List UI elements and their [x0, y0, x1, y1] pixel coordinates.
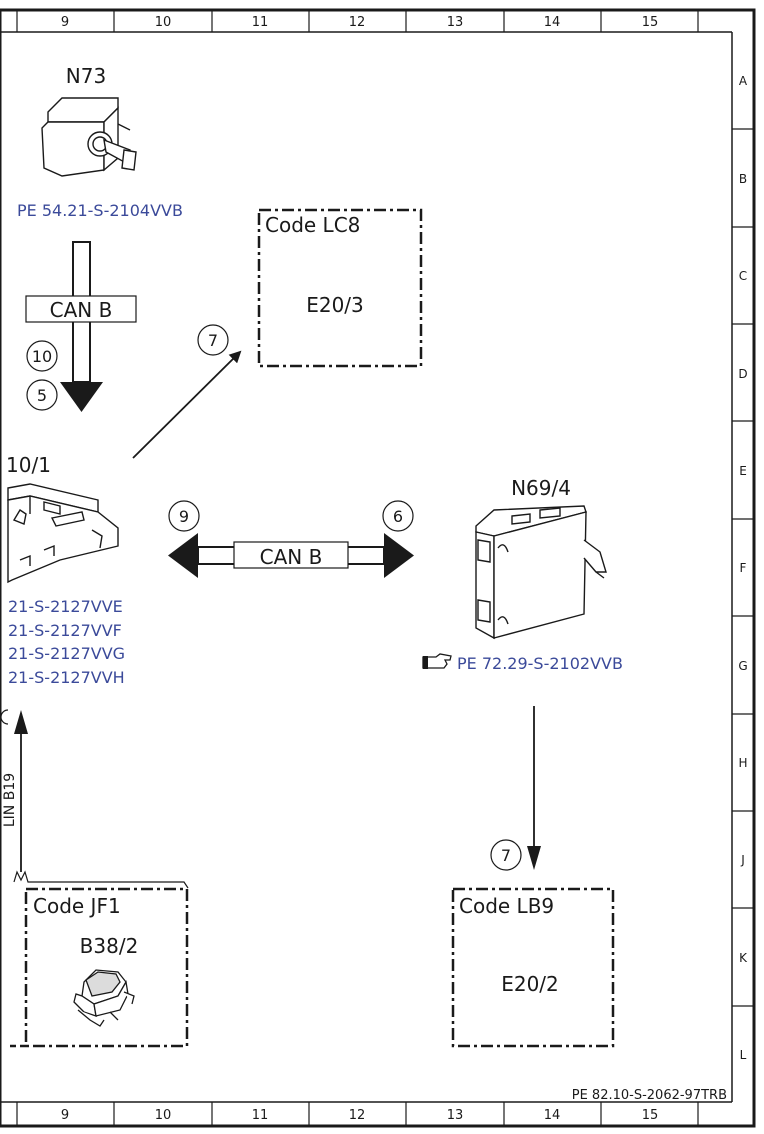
col-label: 11 [252, 1108, 269, 1123]
pointing-hand-icon [422, 653, 452, 669]
code-jf1-title: Code JF1 [33, 894, 121, 918]
n69-4-label: N69/4 [511, 476, 571, 500]
signal-arrowhead-lb9 [527, 846, 541, 870]
document-reference: PE 82.10-S-2062-97TRB [572, 1088, 727, 1103]
row-label: F [740, 561, 747, 575]
ignition-switch-icon [41, 97, 137, 177]
col-label: 12 [349, 15, 366, 30]
can-b-mid-label-box [233, 541, 349, 569]
circle-marker-label: 5 [37, 386, 47, 405]
a10-1-doc-link[interactable]: 21-S-2127VVG [8, 644, 125, 663]
n73-doc-link[interactable]: PE 54.21-S-2104VVB [17, 201, 183, 220]
a10-1-doc-link[interactable]: 21-S-2127VVF [8, 621, 122, 640]
code-lc8-title: Code LC8 [265, 213, 360, 237]
row-label: A [739, 74, 748, 88]
circle-marker-label: 10 [32, 347, 52, 366]
circle-marker [26, 340, 58, 372]
code-lc8-box [257, 208, 423, 368]
row-label: J [740, 853, 745, 867]
row-label: G [738, 659, 747, 673]
circle-marker [197, 324, 229, 356]
circle-marker [26, 379, 58, 411]
circle-marker-label: 7 [208, 331, 218, 350]
code-jf1-part: B38/2 [80, 934, 139, 958]
row-label: C [739, 269, 747, 283]
circle-marker [490, 839, 522, 871]
col-label: 10 [155, 1108, 172, 1123]
a10-1-doc-link[interactable]: 21-S-2127VVE [8, 597, 123, 616]
col-label: 9 [61, 1108, 69, 1123]
col-label: 14 [544, 15, 561, 30]
can-b-top-label-box [25, 295, 137, 323]
row-label: K [739, 951, 748, 965]
col-label: 14 [544, 1108, 561, 1123]
code-jf1-box [24, 887, 189, 1048]
col-label: 13 [447, 15, 464, 30]
module-a10-1-icon [7, 483, 119, 584]
grid-column-labels-bottom: 9 10 11 12 13 14 15 [61, 1108, 658, 1123]
col-label: 11 [252, 15, 269, 30]
a10-1-doc-link[interactable]: 21-S-2127VVH [8, 668, 125, 687]
col-label: 15 [642, 15, 659, 30]
col-label: 9 [61, 15, 69, 30]
a10-1-label: 10/1 [6, 453, 51, 477]
row-label: L [740, 1048, 747, 1062]
n69-4-doc-link[interactable]: PE 72.29-S-2102VVB [457, 654, 623, 673]
code-lb9-box [451, 887, 615, 1048]
col-label: 12 [349, 1108, 366, 1123]
circle-marker-label: 9 [179, 507, 189, 526]
grid-row-dividers [732, 128, 754, 1007]
circle-marker [168, 500, 200, 532]
grid-column-labels-top: 9 10 11 12 13 14 15 [61, 15, 658, 30]
lin-label: LIN B19 [2, 773, 18, 827]
col-label: 10 [155, 15, 172, 30]
frame [0, 8, 756, 1128]
can-b-top-label: CAN B [50, 298, 113, 322]
grid-column-dividers [16, 10, 699, 1126]
sensor-b38-2-icon [73, 969, 135, 1027]
circle-marker-label: 7 [501, 846, 511, 865]
partial-circle-marker [0, 709, 9, 725]
code-lb9-part: E20/2 [501, 972, 559, 996]
code-lc8-part: E20/3 [306, 293, 364, 317]
grid-row-labels: A B C D E F G H J K L [738, 74, 748, 1062]
circle-marker [382, 500, 414, 532]
col-label: 13 [447, 1108, 464, 1123]
circle-marker-label: 6 [393, 507, 403, 526]
row-label: H [738, 756, 747, 770]
n73-label: N73 [66, 64, 106, 88]
row-label: B [739, 172, 747, 186]
row-label: D [738, 367, 747, 381]
signal-arrow-lc8 [132, 350, 242, 459]
control-unit-n69-4-icon [475, 505, 607, 640]
can-b-mid-label: CAN B [260, 545, 323, 569]
row-label: E [739, 464, 747, 478]
lin-arrowhead [14, 710, 28, 734]
connector-bracket [13, 870, 189, 889]
code-lb9-title: Code LB9 [459, 894, 554, 918]
col-label: 15 [642, 1108, 659, 1123]
can-b-vertical-arrow [60, 241, 103, 412]
